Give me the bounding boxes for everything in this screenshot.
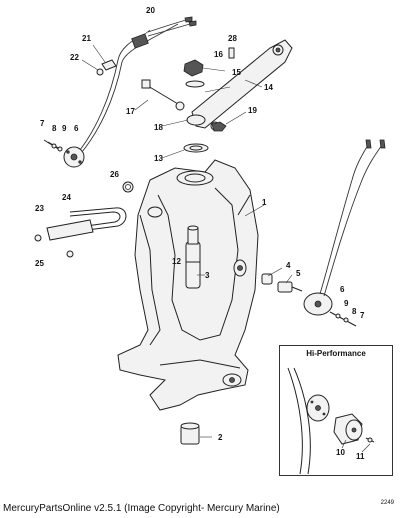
bushing-lower [180,422,200,445]
copyright-caption: MercuryPartsOnline v2.5.1 (Image Copyrig… [3,503,280,514]
callout-12: 12 [172,257,181,266]
callout-4: 4 [286,261,291,270]
harness-20 [131,16,197,49]
callout-8-left: 8 [52,124,57,133]
callout-9-right: 9 [344,299,349,308]
callout-2: 2 [218,433,223,442]
clip-21-22 [96,59,117,76]
steering-lever [186,39,293,129]
pivot-pin [185,225,201,289]
drawing-number: 2249 [380,500,394,506]
callout-7-left: 7 [40,119,45,128]
trim-sender-right [303,139,386,327]
callout-18: 18 [154,123,163,132]
callouts: 1 2 3 4 5 6 6 7 7 8 8 9 9 10 11 12 13 14… [35,6,365,461]
callout-8-right: 8 [352,307,357,316]
screws-left [43,139,63,152]
leader-lines [81,29,293,438]
u-bolt-assembly [34,207,127,258]
callout-15: 15 [232,68,241,77]
callout-9-left: 9 [62,124,67,133]
lever-hardware [183,59,227,153]
callout-25: 25 [35,259,44,268]
callout-26: 26 [110,170,119,179]
callout-6-left: 6 [74,124,79,133]
callout-23: 23 [35,204,44,213]
callout-13: 13 [154,154,163,163]
callout-5: 5 [296,269,301,278]
inset-drawing [287,367,375,475]
callout-10: 10 [336,448,345,457]
hi-performance-inset: Hi-Performance [279,345,393,476]
callout-17: 17 [126,107,135,116]
callout-1: 1 [262,198,267,207]
ring-26 [122,181,134,193]
callout-16: 16 [214,50,223,59]
bolt-17 [141,79,185,111]
callout-14: 14 [264,83,273,92]
callout-3: 3 [205,271,210,280]
pin-28 [228,47,235,59]
callout-28: 28 [228,34,237,43]
callout-20: 20 [146,6,155,15]
trim-sender-left [47,23,179,168]
callout-19: 19 [248,106,257,115]
callout-22: 22 [70,53,79,62]
callout-6-right: 6 [340,285,345,294]
inset-title: Hi-Performance [306,349,366,358]
callout-24: 24 [62,193,71,202]
callout-21: 21 [82,34,91,43]
bushing-4-5 [261,273,303,293]
callout-7-right: 7 [360,311,365,320]
callout-11: 11 [356,452,365,461]
